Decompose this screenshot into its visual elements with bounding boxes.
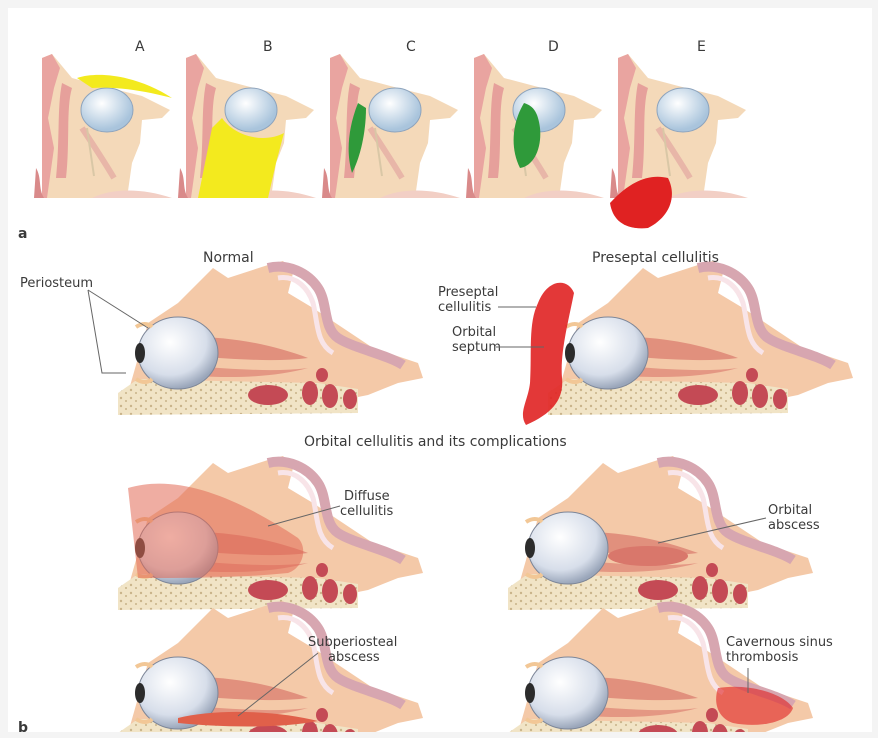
- panel-c-subperiosteal-abscess: [322, 54, 460, 198]
- diagram-diffuse-cellulitis: [118, 456, 423, 610]
- part-b-label: b: [18, 720, 28, 732]
- label-subperiosteal-2: abscess: [328, 650, 380, 665]
- label-preseptal-2: cellulitis: [438, 300, 492, 315]
- panel-letter-e: E: [697, 39, 706, 55]
- diagram-normal: [118, 261, 423, 415]
- leader-periosteum-1: [88, 290, 148, 328]
- panel-letter-b: B: [263, 39, 273, 55]
- label-subperiosteal-1: Subperiosteal: [308, 635, 397, 650]
- diagram-preseptal-cellulitis: [523, 261, 853, 425]
- panel-letter-d: D: [548, 39, 559, 55]
- heading-orbital-complications: Orbital cellulitis and its complications: [304, 434, 567, 450]
- label-cavernous-1: Cavernous sinus: [726, 635, 833, 650]
- label-diffuse-1: Diffuse: [344, 489, 390, 504]
- label-periosteum: Periosteum: [20, 276, 93, 291]
- diagram-orbital-abscess: [508, 456, 813, 610]
- figure-panel: A B C D E a Normal Preseptal cellulitis …: [8, 8, 872, 732]
- label-orbital-septum-2: septum: [452, 340, 501, 355]
- label-preseptal-1: Preseptal: [438, 285, 498, 300]
- part-a-label: a: [18, 226, 27, 242]
- panel-e-cavernous-sinus-thrombosis: [610, 54, 748, 228]
- panel-d-orbital-abscess: [466, 54, 604, 198]
- panel-b-orbital-cellulitis: [178, 54, 316, 198]
- diagram-subperiosteal-abscess: [118, 601, 423, 732]
- label-abscess-2: abscess: [768, 518, 820, 533]
- panel-a-preseptal: [34, 54, 172, 198]
- label-diffuse-2: cellulitis: [340, 504, 394, 519]
- label-abscess-1: Orbital: [768, 503, 812, 518]
- panel-letter-c: C: [406, 39, 416, 55]
- label-orbital-septum-1: Orbital: [452, 325, 496, 340]
- orbital-cellulitis-figure: A B C D E a Normal Preseptal cellulitis …: [8, 8, 872, 732]
- panel-letter-a: A: [135, 39, 145, 55]
- heading-normal: Normal: [203, 250, 254, 266]
- label-cavernous-2: thrombosis: [726, 650, 799, 665]
- diagram-cavernous-sinus-thrombosis: [508, 601, 813, 732]
